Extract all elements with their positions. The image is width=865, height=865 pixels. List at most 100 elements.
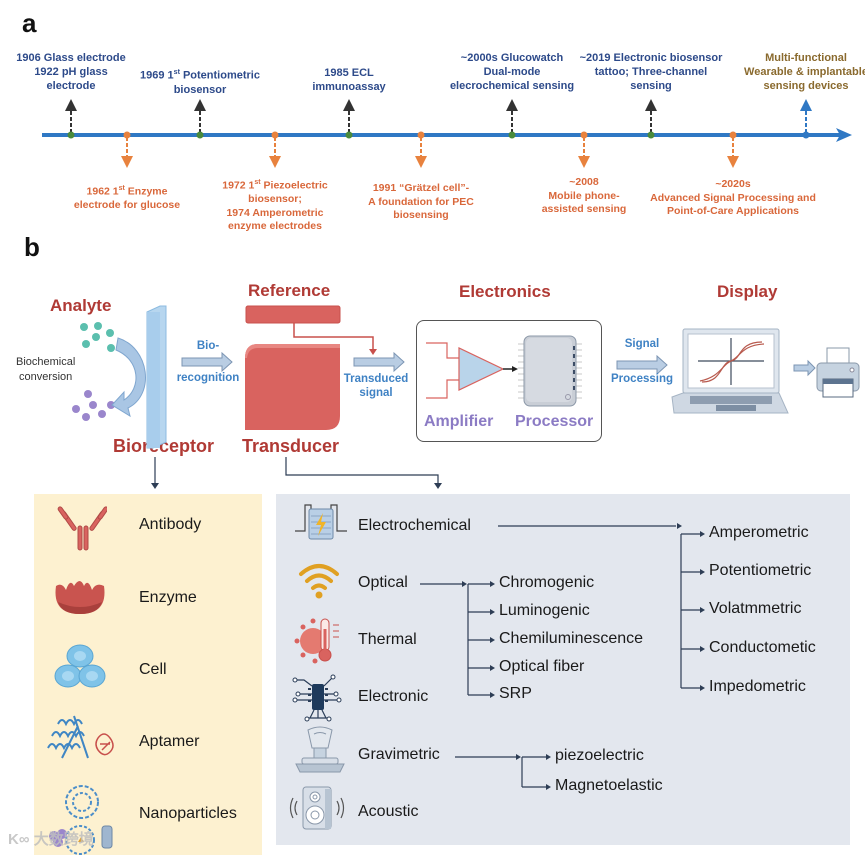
timeline-event-top: 1985 ECL immunoassay xyxy=(269,66,429,94)
timeline-marker xyxy=(580,131,588,139)
bioreceptor-label: Cell xyxy=(139,661,167,678)
signal-arrow xyxy=(616,355,668,375)
timeline-event-line: assisted sensing xyxy=(541,203,627,215)
timeline-event-line: tattoo; Three-channel xyxy=(594,66,708,78)
battery-icon xyxy=(293,501,349,546)
timeline-event-line: 1985 ECL xyxy=(324,67,374,79)
bioreceptor-label: Nanoparticles xyxy=(139,805,237,822)
biorecognition-line2: recognition xyxy=(176,372,240,384)
biochemical-conversion-label: Biochemical conversion xyxy=(16,355,75,385)
processor-label: Processor xyxy=(515,413,594,430)
branch-arrowhead xyxy=(700,569,705,575)
signal-line2: Processing xyxy=(611,373,673,385)
subtype-label: piezoelectric xyxy=(555,747,644,764)
watermark: K∞ 大数跨境 xyxy=(8,828,94,849)
timeline-event-line: ~2020s xyxy=(715,178,751,190)
timeline-event-line: 1969 1st Potentiometric xyxy=(140,69,260,82)
timeline-event-line: 1906 Glass electrode xyxy=(16,52,126,64)
bioreceptor-label: Aptamer xyxy=(139,733,200,750)
timeline-marker xyxy=(802,131,810,139)
timeline-event-line: immunoassay xyxy=(312,81,386,93)
timeline-marker xyxy=(123,131,131,139)
timeline-event-line: ~2019 Electronic biosensor xyxy=(579,52,723,64)
branch-arrowhead xyxy=(700,685,705,691)
timeline-event-line: biosensing xyxy=(393,209,449,221)
analyte-graphic xyxy=(72,305,405,449)
cell-icon xyxy=(52,642,108,697)
reference-heading: Reference xyxy=(248,281,331,300)
timeline-event-line: electrode xyxy=(46,80,96,92)
scale-icon xyxy=(292,726,348,781)
display-heading: Display xyxy=(717,282,778,301)
transduced-line1: Transduced xyxy=(343,373,409,385)
subtype-label: Potentiometric xyxy=(709,562,812,579)
timeline-marker xyxy=(508,131,516,139)
timeline-event-line: 1962 1st Enzyme xyxy=(86,185,168,198)
subtype-label: Luminogenic xyxy=(499,602,590,619)
timeline-event-line: 1991 “Grätzel cell”- xyxy=(372,182,470,194)
wifi-icon xyxy=(297,560,341,605)
watermark-text: 大数跨境 xyxy=(33,831,94,848)
branch-arrowhead xyxy=(546,784,551,790)
amplifier-label: Amplifier xyxy=(424,413,494,430)
product-molecules-purple xyxy=(72,390,115,421)
signal-processing-label: Signal Processing xyxy=(608,336,676,387)
timeline-event-line: ~2008 xyxy=(569,176,599,188)
branch-arrowhead xyxy=(490,609,495,615)
timeline-event-line: electrode for glucose xyxy=(73,199,181,211)
transducer-label: Acoustic xyxy=(358,803,419,820)
transducer-label: Electrochemical xyxy=(358,517,471,534)
chip-icon xyxy=(290,672,346,727)
antibody-icon xyxy=(57,504,109,559)
branch-arrowhead xyxy=(700,646,705,652)
timeline-marker xyxy=(196,131,204,139)
transduced-arrow xyxy=(353,351,405,373)
subtype-label: Magnetoelastic xyxy=(555,777,663,794)
amplifier-icon xyxy=(458,347,505,391)
subtype-label: Optical fiber xyxy=(499,658,585,675)
printer-icon xyxy=(816,347,860,398)
subtype-label: Conductometic xyxy=(709,639,816,656)
branch-arrowhead xyxy=(490,692,495,698)
subtype-label: Volatmmetric xyxy=(709,600,802,617)
nanoparticles-icon xyxy=(44,780,120,865)
transducer-label: Optical xyxy=(358,574,408,591)
branch-arrowhead xyxy=(490,637,495,643)
timeline-svg xyxy=(42,99,852,168)
conversion-arrow xyxy=(111,337,146,418)
subtype-label: Amperometric xyxy=(709,524,809,541)
timeline-event-line: Multi-functional xyxy=(765,52,847,64)
timeline-event-bottom: 1991 “Grätzel cell”-A foundation for PEC… xyxy=(326,182,516,223)
timeline-event-line: ~2000s Glucowatch xyxy=(460,52,564,64)
timeline-marker xyxy=(729,131,737,139)
subtype-label: Chromogenic xyxy=(499,574,595,591)
subtype-label: SRP xyxy=(499,685,532,702)
timeline-event-line: Advanced Signal Processing and xyxy=(650,191,816,204)
timeline-event-line: 1974 Amperometric xyxy=(226,206,324,219)
timeline-marker xyxy=(345,131,353,139)
reference-block xyxy=(245,305,341,324)
amplifier-inputs xyxy=(426,342,459,399)
processor-chip-icon xyxy=(518,335,582,407)
timeline-marker xyxy=(67,131,75,139)
branch-arrowhead xyxy=(700,607,705,613)
subtype-label: Impedometric xyxy=(709,678,806,695)
bioreceptor-heading: Bioreceptor xyxy=(113,436,215,456)
arrowhead xyxy=(462,581,467,587)
aptamer-icon xyxy=(44,708,120,769)
electronics-heading: Electronics xyxy=(459,282,551,301)
analyte-molecules-teal xyxy=(80,322,115,352)
transducer-label: Thermal xyxy=(358,631,417,648)
timeline-event-line: biosensor xyxy=(173,83,227,96)
timeline-event-line: enzyme electrodes xyxy=(228,220,322,232)
biorecognition-label: Bio- recognition xyxy=(173,338,243,386)
timeline-event-line: Point-of-Care Applications xyxy=(666,205,800,217)
panel-a-label: a xyxy=(22,8,37,38)
electronics-graphic xyxy=(426,335,582,407)
transducer-panel xyxy=(276,494,850,845)
laptop-icon xyxy=(671,328,789,414)
timeline-event-line: 1922 pH glass xyxy=(34,66,108,78)
